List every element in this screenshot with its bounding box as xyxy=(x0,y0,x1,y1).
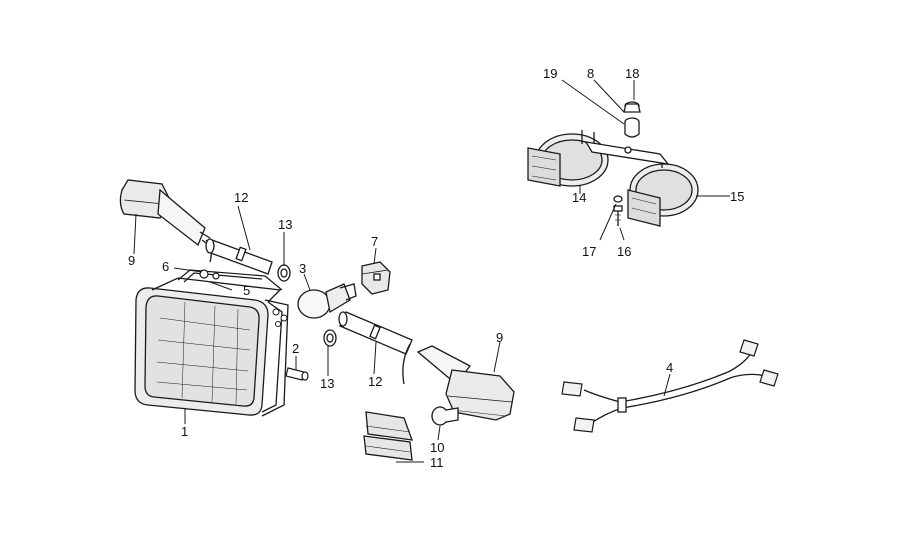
callout-11: 11 xyxy=(430,455,444,470)
turn-signal-stem-right xyxy=(338,311,413,385)
harness-connectors xyxy=(561,339,779,433)
callout-9-right: 9 xyxy=(496,330,503,345)
callout-8: 8 xyxy=(587,66,594,81)
bracket-spacer xyxy=(623,101,641,138)
stem-nut-left xyxy=(277,264,291,282)
callout-6: 6 xyxy=(162,259,169,274)
callout-numbers: 19 8 18 15 14 17 16 12 13 9 6 5 3 7 9 1 … xyxy=(128,66,744,470)
wiring-harness xyxy=(583,351,767,425)
callout-1: 1 xyxy=(181,424,188,439)
callout-13-lower: 13 xyxy=(320,376,334,391)
bulb-connector xyxy=(361,261,391,295)
callout-7: 7 xyxy=(371,234,378,249)
parking-bulb xyxy=(285,367,309,381)
turn-signal-stem-left xyxy=(205,238,273,275)
callout-14: 14 xyxy=(572,190,586,205)
bracket-screw xyxy=(199,269,220,280)
callout-18: 18 xyxy=(625,66,639,81)
headlight xyxy=(134,277,289,417)
horn-screw xyxy=(613,195,623,226)
callout-13-upper: 13 xyxy=(278,217,292,232)
callout-4: 4 xyxy=(666,360,673,375)
callout-5: 5 xyxy=(243,283,250,298)
leader-lines xyxy=(133,79,730,463)
horn-bracket xyxy=(584,141,670,165)
callout-16: 16 xyxy=(617,244,631,259)
headlight-bracket xyxy=(177,269,283,291)
callout-19: 19 xyxy=(543,66,557,81)
callout-12-upper: 12 xyxy=(234,190,248,205)
callout-15: 15 xyxy=(730,189,744,204)
callout-2: 2 xyxy=(292,341,299,356)
reflector-bulb xyxy=(431,406,459,426)
stem-nut-right xyxy=(323,329,337,347)
headlight-bulb xyxy=(297,283,357,319)
callout-17: 17 xyxy=(582,244,596,259)
callout-10: 10 xyxy=(430,440,444,455)
side-reflector xyxy=(363,411,413,461)
turn-signal-right xyxy=(416,345,515,421)
callout-9-left: 9 xyxy=(128,253,135,268)
callout-12-lower: 12 xyxy=(368,374,382,389)
headlight-screws xyxy=(272,308,288,327)
horn-left xyxy=(527,130,609,187)
callout-3: 3 xyxy=(299,261,306,276)
horn-right xyxy=(627,156,699,227)
